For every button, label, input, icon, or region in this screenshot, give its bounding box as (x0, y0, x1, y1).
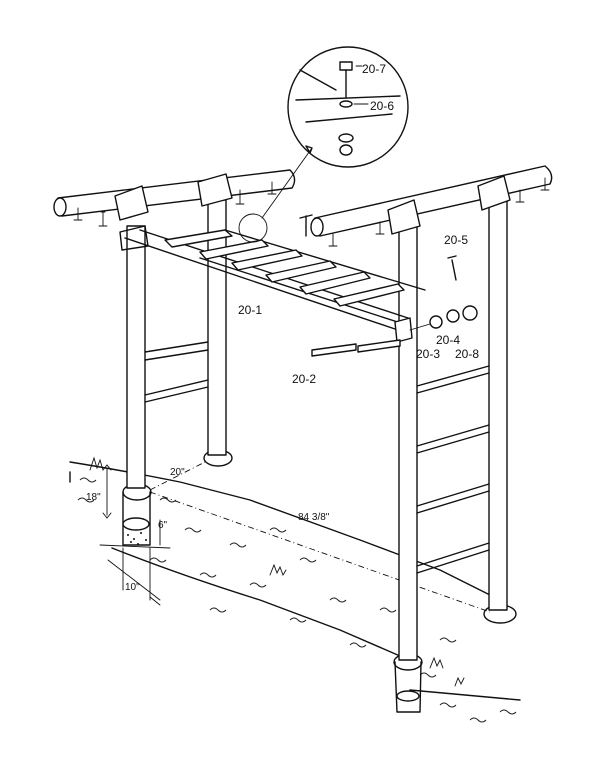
label-20-3: 20-3 (416, 347, 440, 361)
dim-hole-diameter: 10" (125, 582, 140, 593)
dimension-lines (99, 461, 491, 613)
top-rail-left (54, 169, 296, 217)
label-20-4: 20-4 (436, 333, 460, 347)
ladder-rungs (164, 229, 405, 307)
label-20-2: 20-2 (292, 372, 316, 386)
span-dimension-line (149, 491, 491, 613)
washer-20-4 (446, 309, 460, 323)
top-rail-right (311, 165, 553, 237)
hardware (299, 214, 478, 357)
detail-magnifier (238, 46, 409, 243)
part-labels: 20-7 20-6 20-5 20-1 20-4 20-3 20-8 20-2 (238, 62, 479, 386)
post-holes (122, 449, 517, 713)
top-rails (53, 165, 553, 247)
label-20-7: 20-7 (362, 62, 386, 76)
dim-width-span: 84 3/8" (298, 512, 330, 523)
label-20-8: 20-8 (455, 347, 479, 361)
detail-source-circle (238, 213, 268, 243)
cap-20-8 (462, 305, 478, 321)
nut-20-3 (429, 315, 443, 329)
eye-bolts (73, 177, 550, 247)
horizontal-ladder (119, 225, 426, 343)
dim-gravel: 6" (158, 520, 168, 531)
bolt-20-2-upper (311, 343, 357, 357)
label-20-5: 20-5 (444, 233, 468, 247)
bolt-20-5 (447, 255, 457, 281)
post-spacing-dimension-line (149, 461, 206, 491)
post-front-left (126, 225, 146, 489)
detail-bolt (338, 61, 354, 156)
label-20-1: 20-1 (238, 303, 262, 317)
dimension-labels: 20" 18" 84 3/8" 6" 10" (86, 467, 330, 593)
post-rear-right (488, 199, 508, 611)
dim-post-spacing: 20" (170, 467, 185, 478)
side-rungs (144, 341, 490, 574)
label-20-6: 20-6 (370, 99, 394, 113)
dim-depth: 18" (86, 492, 101, 503)
soil-hatching (77, 477, 517, 723)
bolt-20-2-lower (357, 339, 401, 353)
gravel-fill (127, 532, 147, 545)
